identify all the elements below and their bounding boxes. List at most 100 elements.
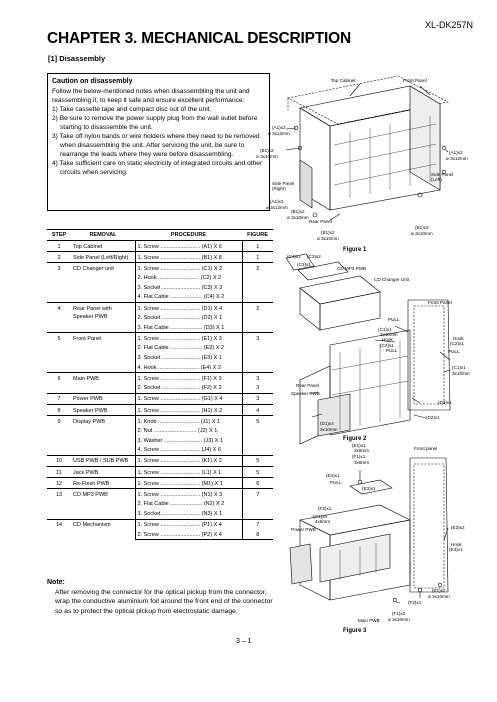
fig2-label-pull-2: PULL [386, 348, 398, 353]
fig3-label-e4b: (E4)x1 [449, 547, 463, 552]
page-number: 3 – 1 [236, 638, 252, 645]
procedure-cell: 2. Flat Cable ..................... (N2)… [134, 499, 243, 509]
figure-cell: 6 [242, 477, 273, 489]
caution-item: 2) Be sure to remove the power supply pl… [52, 115, 258, 131]
table-row: 3. Washer ......................... (J3)… [47, 435, 273, 446]
fig1-label-b1-right: (B1)x2 [415, 225, 429, 230]
fig1-label-b1-bottom: (B1)x2 [291, 209, 305, 214]
fig2-label-c1: (C1)x1 [378, 327, 392, 332]
figure-cell: 3 [256, 385, 260, 392]
table-row: 2. Flat Cable ..................... (E2)… [47, 343, 273, 354]
procedure-cell: 2. Socket ......................... (D2)… [134, 313, 243, 323]
step-cell: 10 [47, 454, 71, 467]
removal-cell: Re-Flesh PWB [71, 477, 135, 489]
step-cell: 1 [47, 239, 71, 252]
table-row: 4. Flat Cable ..................... (C4)… [47, 292, 273, 303]
removal-cell: CD MP3 PWB [71, 488, 135, 520]
fig3-label-g1-size: 4x6mm [315, 519, 330, 524]
removal-cell: CD Changer unit [71, 262, 135, 303]
fig3-label-e4: (E4)x1 [326, 473, 340, 478]
procedure-cell: 1. Screw .......................... (C1)… [134, 262, 243, 274]
step-cell: 7 [47, 392, 71, 405]
fig2-label-c1b: (C1)x1 [452, 365, 466, 370]
fig1-label-b1-under: (B1)x2 [321, 230, 335, 235]
procedure-cell: 3. Socket ......................... (C3)… [134, 282, 243, 293]
figure-cell: 3 [242, 392, 273, 405]
fig3-label-e1-size: 3x6mm [354, 448, 369, 453]
fig2-label-rear-panel: Rear Panel [296, 383, 319, 388]
figure-cell: 3 [242, 332, 273, 344]
procedure-cell: 1. Screw .......................... (N1)… [134, 488, 243, 500]
fig3-label-e1b-size: ø 3x10mm [428, 594, 450, 599]
fig3-label-g1: (G1)x4 [313, 514, 327, 519]
fig1-label-a1-left: (A1)x2 [272, 125, 286, 130]
figure-cell: 1 [242, 239, 273, 252]
figure-cell: 1 [242, 251, 273, 263]
figure-2-drawing [285, 253, 451, 445]
procedure-cell: 3. Flat Cable ..................... (D3)… [134, 322, 243, 333]
fig2-label-c1-size: 3x10mm [380, 332, 398, 337]
fig3-label-f1: (F1)x1 [352, 454, 366, 459]
fig1-label-rear-panel: Rear Panel [309, 219, 332, 224]
fig3-label-e3: (E3)x1 [362, 486, 376, 491]
figure-cell: 5 [242, 454, 273, 467]
step-cell: 14 [47, 518, 71, 540]
removal-cell: USB PWB / SUB PWB [71, 454, 135, 467]
fig2-label-c3a: (C3)x2 [307, 254, 321, 259]
figure-cell: 4 [242, 403, 273, 416]
procedure-cell: 3. Socket ......................... (E3)… [134, 353, 243, 363]
procedure-cell: 2. Hook ........................... (C2)… [134, 273, 243, 283]
procedure-cell: 2. Nut ............................ (J2)… [134, 426, 243, 436]
fig2-label-c2b: (C2)x1 [450, 341, 464, 346]
note-text: After removing the connector for the opt… [55, 588, 273, 615]
fig2-label-c3b: (C3)x1 [297, 262, 311, 267]
table-row: 2. Socket ......................... (F2)… [47, 383, 273, 394]
figure-cell: 2 [242, 262, 273, 274]
fig1-label-b1-under-size: ø 3x10mm [317, 236, 339, 241]
table-row: 3. Flat Cable ..................... (D3)… [47, 322, 273, 333]
procedure-cell: 4. Hook ........................... (E4)… [134, 362, 243, 373]
step-cell: 3 [47, 262, 71, 303]
step-cell: 13 [47, 488, 71, 520]
figure-2-caption: Figure 2 [343, 436, 367, 442]
caution-item: 1) Take cassette tape and compact disc o… [52, 106, 212, 113]
procedure-cell: 1. Screw .......................... (H1)… [134, 403, 243, 416]
fig1-label-b1-left: (B1)x2 [260, 148, 274, 153]
fig1-label-a1-left-size: ø 3x12mm [268, 131, 290, 136]
procedure-cell: 1. Screw .......................... (P1)… [134, 518, 243, 530]
note-block: Note: After removing the connector for t… [47, 578, 279, 616]
section-title: [1] Disassembly [48, 54, 106, 63]
fig2-label-d1: (D1)x4 [320, 421, 334, 426]
model-number: XL-DK257N [424, 20, 473, 30]
removal-cell: Jack PWB [71, 466, 135, 478]
fig3-label-e2: (E2)x2 [451, 525, 465, 530]
fig1-label-side-panel-left: Side Panel [431, 172, 453, 177]
fig1-label-a1-right: (A1)x2 [449, 150, 463, 155]
procedure-cell: 3. Washer ......................... (J3)… [134, 435, 243, 446]
fig1-label-side-panel-right: Side Panel [272, 181, 294, 186]
removal-cell: Main PWB [71, 372, 135, 394]
removal-cell: Display PWB [71, 415, 135, 456]
table-row: 4. Hook ........................... (E4)… [47, 362, 273, 373]
caution-intro: Follow the below-mentioned notes when di… [52, 88, 250, 104]
figure-cell: 5 [242, 466, 273, 478]
procedure-cell: 2. Flat Cable ..................... (E2)… [134, 343, 243, 354]
fig2-label-pull-1: PULL [388, 317, 400, 322]
table-row: 2. Nut ............................ (J2)… [47, 426, 273, 436]
table-row: 2. Screw .......................... (P2)… [47, 529, 273, 541]
figure-1-caption: Figure 1 [343, 247, 367, 253]
fig2-label-c2: (C2)x1 [380, 343, 394, 348]
fig2-label-hook-2: Hook [453, 336, 464, 341]
fig1-label-side-panel-left-2: (Left) [431, 177, 442, 182]
fig2-label-speaker-pwb: Speaker PWB [291, 391, 320, 396]
